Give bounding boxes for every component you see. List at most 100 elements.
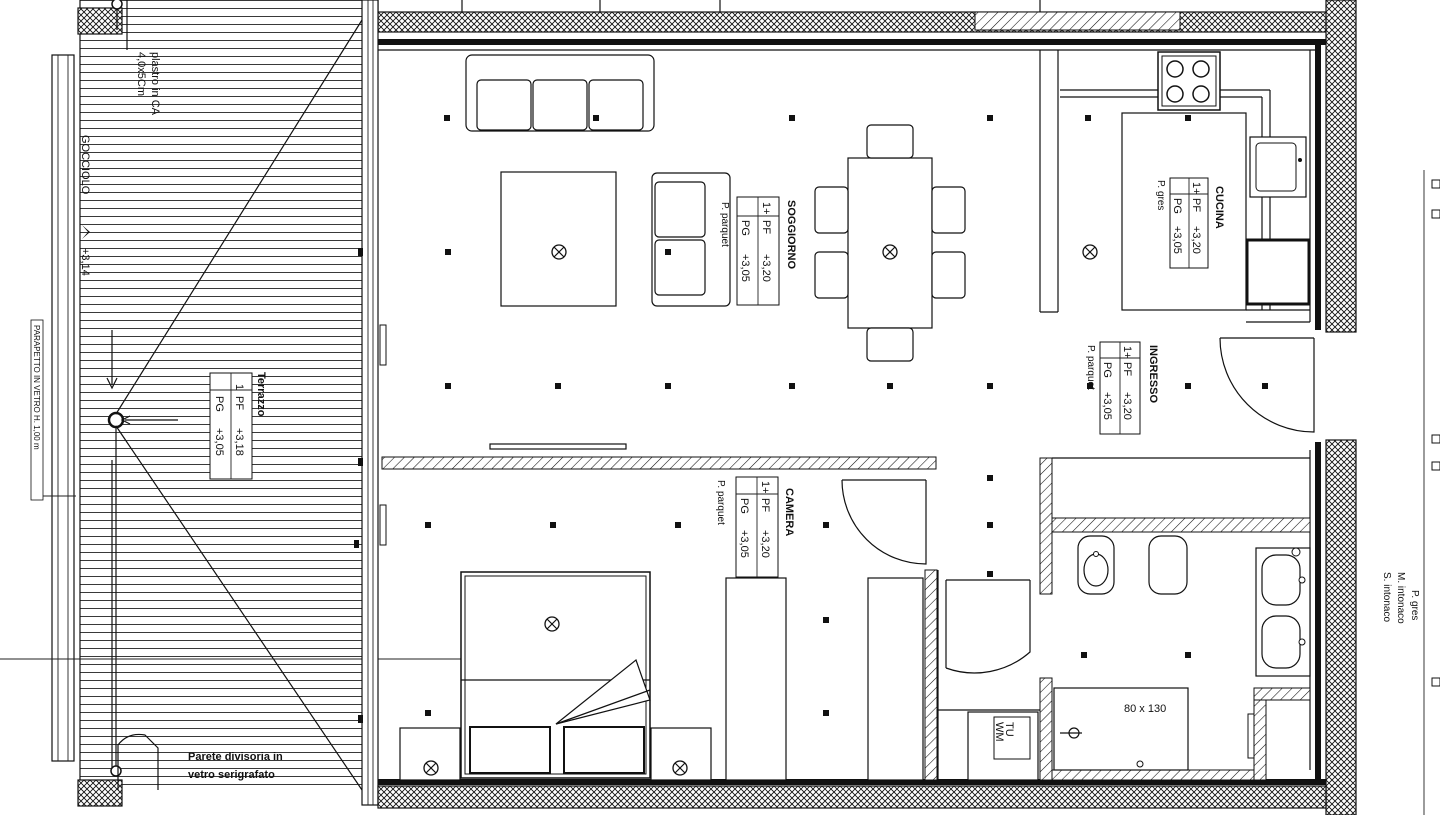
laundry-line1: TU [1003, 722, 1015, 737]
window-facade [361, 0, 379, 806]
ceiling-point [823, 617, 829, 623]
pg-label: PG [739, 220, 751, 236]
ceiling-point [425, 710, 431, 716]
cooktop-icon [1157, 51, 1221, 111]
pg-value: +3,05 [1171, 226, 1183, 254]
sofa [465, 54, 655, 132]
bath-wall-finish: M. intonaco [1395, 572, 1406, 624]
kitchen: CUCINA P. gres 1+ PF +3,20 PG +3,05 [1060, 51, 1311, 323]
room-index: 1+ [1190, 182, 1202, 195]
pf-value: +3,20 [760, 254, 772, 282]
bathroom: 80 x 130 TU WM [967, 535, 1311, 781]
bed [460, 571, 651, 779]
ceiling-point [987, 115, 993, 121]
entrance-door [1219, 337, 1315, 433]
ceiling-point [665, 383, 671, 389]
coffee-table [500, 171, 617, 307]
dining-table [814, 124, 966, 362]
room-name: SOGGIORNO [785, 200, 797, 270]
room-name: INGRESSO [1147, 345, 1159, 404]
floor-finish: P. parquet [1085, 345, 1096, 390]
ceiling-point [550, 522, 556, 528]
living-room: SOGGIORNO P. parquet 1+ PF +3,20 PG +3,0… [465, 54, 966, 362]
ceiling-point [987, 571, 993, 577]
light-fixture-icon [672, 760, 688, 776]
pf-label: PF [233, 396, 245, 410]
bidet-icon [1148, 535, 1188, 595]
ceiling-point [445, 383, 451, 389]
light-fixture-icon [423, 760, 439, 776]
ceiling-point [1087, 383, 1093, 389]
room-index: 1+ [760, 202, 772, 215]
floor-finish: P. parquet [719, 202, 730, 247]
ceiling-point [444, 115, 450, 121]
ceiling-point [555, 383, 561, 389]
partition-note-line1: Parete divisoria in [188, 751, 283, 763]
room-label-ingresso: INGRESSO P. parquet 1+ PF +3,20 PG +3,05 [1085, 341, 1159, 435]
gutter-note: GOCCIOLO [79, 135, 91, 195]
room-label-cucina: CUCINA P. gres 1+ PF +3,20 PG +3,05 [1155, 177, 1225, 269]
pf-label: PF [1121, 362, 1133, 376]
toilet-icon [1077, 535, 1115, 595]
ceiling-point [987, 522, 993, 528]
ceiling-point [445, 249, 451, 255]
glass-parapet [51, 54, 75, 762]
parapet-note: PARAPETTO IN VETRO H. 1,00 m [32, 325, 41, 450]
ceiling-point [789, 115, 795, 121]
shower-size: 80 x 130 [1124, 703, 1166, 715]
armchair [651, 172, 731, 307]
ceiling-point [1081, 652, 1087, 658]
floor-finish: P. gres [1155, 180, 1166, 210]
bedroom-door [841, 479, 927, 565]
sink-icon [1249, 136, 1307, 198]
pf-value: +3,20 [1190, 226, 1202, 254]
pf-value: +3,20 [1121, 392, 1133, 420]
ceiling-point [1185, 383, 1191, 389]
room-name: CUCINA [1213, 186, 1225, 229]
pf-label: PF [759, 498, 771, 512]
room-name: CAMERA [783, 488, 795, 536]
pf-value: +3,20 [759, 530, 771, 558]
ceiling-point [987, 475, 993, 481]
finish-notes: P. gres M. intonaco S. intonaco [1381, 170, 1440, 815]
ceiling-point [987, 383, 993, 389]
ceiling-point [425, 522, 431, 528]
ceiling-point [1085, 115, 1091, 121]
pg-value: +3,05 [739, 254, 751, 282]
terrace-label: Terrazzo 1 PF +3,18 PG +3,05 [209, 372, 267, 480]
ceiling-point [1185, 652, 1191, 658]
laundry-line2: WM [993, 722, 1005, 742]
light-fixture-icon [1082, 244, 1098, 260]
ceiling-point [823, 522, 829, 528]
pg-label: PG [213, 396, 225, 412]
ceiling-point [1185, 115, 1191, 121]
pg-label: PG [738, 498, 750, 514]
bath-ceiling-finish: S. intonaco [1381, 572, 1392, 622]
light-fixture-icon [544, 616, 560, 632]
fridge-icon [1245, 238, 1311, 306]
bedroom: CAMERA P. parquet 1+ PF +3,20 PG +3,05 [399, 476, 795, 781]
pg-value: +3,05 [738, 530, 750, 558]
ceiling-point [887, 383, 893, 389]
doors [354, 248, 1315, 723]
pf-label: PF [760, 220, 772, 234]
light-fixture-icon [882, 244, 898, 260]
pg-label: PG [1101, 362, 1113, 378]
ceiling-point [675, 522, 681, 528]
ceiling-point [665, 249, 671, 255]
room-label-soggiorno: SOGGIORNO P. parquet 1+ PF +3,20 PG +3,0… [719, 196, 797, 306]
bathroom-door [945, 580, 1031, 674]
floor-finish: P. parquet [715, 480, 726, 525]
ceiling-point [593, 115, 599, 121]
room-index: 1 [233, 384, 245, 390]
shower: 80 x 130 [1053, 687, 1189, 771]
slab-dimension: 4,0x5Cm [135, 52, 147, 96]
room-label-camera: CAMERA P. parquet 1+ PF +3,20 PG +3,05 [715, 476, 795, 578]
pg-label: PG [1171, 198, 1183, 214]
wardrobe [867, 577, 924, 781]
pf-label: PF [1190, 198, 1202, 212]
pg-value: +3,05 [1101, 392, 1113, 420]
light-fixture-icon [551, 244, 567, 260]
terrace: plastro in CA 4,0x5Cm GOCCIOLO +3,14 PAR… [0, 0, 536, 807]
